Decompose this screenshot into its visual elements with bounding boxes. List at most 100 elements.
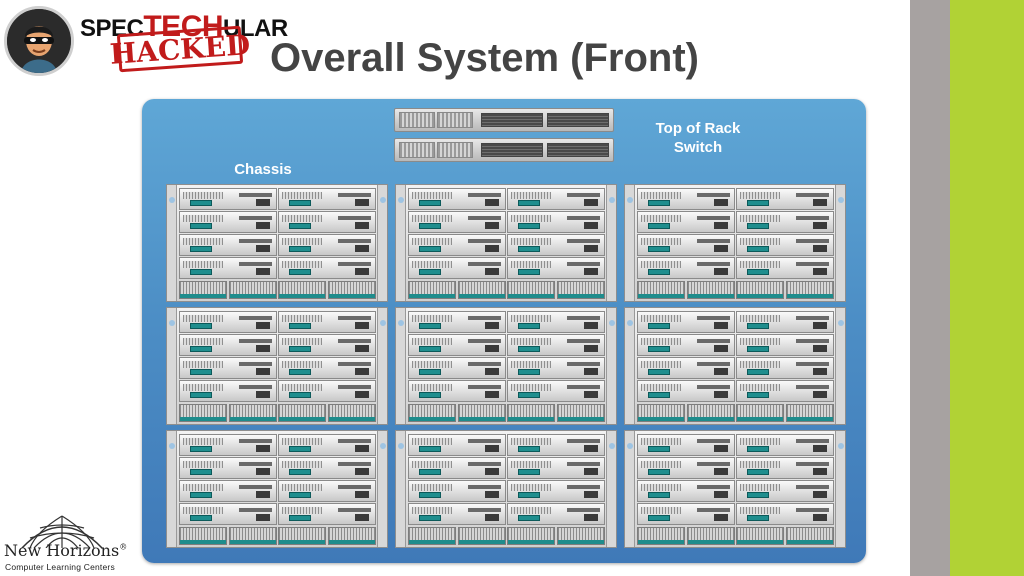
company-name-text: New Horizons xyxy=(4,541,120,560)
blade-grill xyxy=(183,315,224,322)
blade-slot xyxy=(714,491,728,498)
chassis-rack-ear xyxy=(835,431,845,547)
blade-hdl xyxy=(697,485,730,489)
blade-tag xyxy=(648,269,670,275)
blade-server xyxy=(408,480,506,502)
blade-server xyxy=(278,188,376,210)
blade-grill xyxy=(183,361,224,368)
chassis-status-led xyxy=(627,320,633,326)
chassis-power-supply xyxy=(179,281,227,299)
blade-tag xyxy=(419,269,441,275)
blade-tag xyxy=(747,269,769,275)
blade-tag xyxy=(419,492,441,498)
blade-grill xyxy=(740,192,781,199)
blade-slot xyxy=(714,391,728,398)
blade-tag xyxy=(419,346,441,352)
blade-slot xyxy=(256,199,270,206)
blade-tag xyxy=(419,223,441,229)
blade-server xyxy=(637,234,735,256)
blade-grill xyxy=(740,484,781,491)
blade-tag xyxy=(747,492,769,498)
blade-server xyxy=(278,380,376,402)
blade-grill xyxy=(183,507,224,514)
blade-grill xyxy=(641,261,682,268)
blade-tag xyxy=(190,369,212,375)
blade-tag xyxy=(648,323,670,329)
blade-slot xyxy=(485,245,499,252)
blade-hdl xyxy=(468,239,501,243)
blade-slot xyxy=(485,491,499,498)
blade-tag xyxy=(747,469,769,475)
blade-hdl xyxy=(697,316,730,320)
blade-slot xyxy=(485,391,499,398)
chassis-power-supply xyxy=(278,404,326,422)
blade-slot xyxy=(256,445,270,452)
blade-server xyxy=(179,503,277,525)
sidebar-green-band xyxy=(950,0,1024,576)
blade-server xyxy=(179,357,277,379)
blade-grill xyxy=(282,461,323,468)
blade-slot xyxy=(256,468,270,475)
psu-accent-strip xyxy=(786,294,833,298)
switch-psu xyxy=(437,142,473,158)
blade-slot xyxy=(355,268,369,275)
blade-hdl xyxy=(239,216,272,220)
blade-grill xyxy=(511,192,552,199)
blade-slot xyxy=(355,491,369,498)
blade-server xyxy=(179,334,277,356)
blade-slot xyxy=(584,391,598,398)
switch-label: Top of Rack Switch xyxy=(638,119,758,157)
psu-accent-strip xyxy=(328,417,375,421)
blade-tag xyxy=(648,369,670,375)
blade-hdl xyxy=(796,216,829,220)
blade-server xyxy=(736,211,834,233)
blade-hdl xyxy=(796,508,829,512)
chassis-power-supply xyxy=(179,527,227,545)
blade-hdl xyxy=(239,508,272,512)
chassis-power-supply xyxy=(507,281,555,299)
blade-slot xyxy=(813,245,827,252)
blade-server xyxy=(179,480,277,502)
blade-hdl xyxy=(468,262,501,266)
blade-grill xyxy=(412,507,453,514)
blade-server xyxy=(408,234,506,256)
blade-server xyxy=(507,357,605,379)
blade-slot xyxy=(584,345,598,352)
company-name: New Horizons® xyxy=(4,541,127,560)
slide-title: Overall System (Front) xyxy=(270,36,700,80)
chassis-rack-ear xyxy=(396,308,406,424)
blade-slot xyxy=(355,468,369,475)
chassis-power-supply xyxy=(278,281,326,299)
blade-grill xyxy=(412,315,453,322)
switch-label-line1: Top of Rack xyxy=(655,120,741,137)
chassis-power-supply xyxy=(408,404,456,422)
blade-grill xyxy=(282,238,323,245)
blade-grill xyxy=(183,461,224,468)
blade-server xyxy=(278,311,376,333)
chassis-power-supply xyxy=(736,281,784,299)
blade-grill xyxy=(641,461,682,468)
chassis-status-led xyxy=(169,443,175,449)
blade-tag xyxy=(518,223,540,229)
blade-slot xyxy=(813,445,827,452)
blade-slot xyxy=(584,268,598,275)
blade-grill xyxy=(641,384,682,391)
psu-accent-strip xyxy=(229,540,276,544)
blade-server xyxy=(736,257,834,279)
chassis-power-supply xyxy=(686,527,735,545)
blade-server xyxy=(507,311,605,333)
blade-grill xyxy=(412,338,453,345)
chassis-power-supply xyxy=(736,404,784,422)
blade-slot xyxy=(813,468,827,475)
chassis-rack-ear xyxy=(835,308,845,424)
blade-grill xyxy=(282,361,323,368)
blade-grill xyxy=(282,338,323,345)
blade-grill xyxy=(412,215,453,222)
blade-hdl xyxy=(567,485,600,489)
blade-slot xyxy=(714,268,728,275)
blade-grill xyxy=(282,315,323,322)
blade-hdl xyxy=(338,339,371,343)
chassis-status-led xyxy=(380,197,386,203)
blade-hdl xyxy=(338,262,371,266)
blade-server xyxy=(736,311,834,333)
